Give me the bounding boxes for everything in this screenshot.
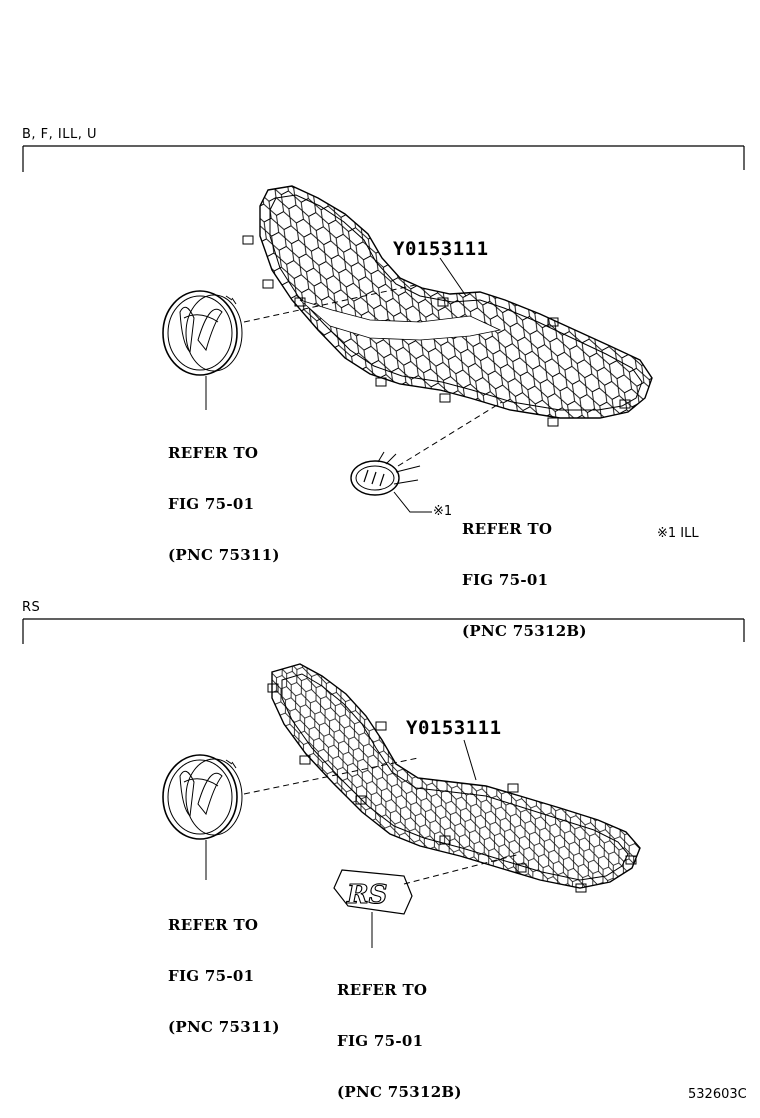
ill-badge-1 — [350, 451, 421, 496]
part-number-1: Y0153111 — [393, 238, 489, 260]
badge-ref-2-line-3: (PNC 75312B) — [337, 1083, 462, 1101]
part-leader-2 — [463, 739, 477, 781]
emblem-ref-2: REFER TO FIG 75-01 (PNC 75311) — [168, 883, 280, 1053]
figure-id: 532603C — [688, 1087, 747, 1102]
rs-badge: RS — [333, 869, 413, 915]
radiator-grille-1 — [242, 185, 653, 427]
section-2-bracket — [22, 618, 745, 644]
badge-ref-1-line-1: REFER TO — [462, 520, 553, 538]
section-1-header: B, F, ILL, U — [22, 127, 98, 142]
emblem-ref-1-line-2: FIG 75-01 — [168, 495, 255, 513]
footnote-ill: ※1 ILL — [657, 526, 699, 541]
emblem-ref-1: REFER TO FIG 75-01 (PNC 75311) — [168, 411, 280, 581]
part-number-2: Y0153111 — [406, 717, 502, 739]
emblem-ref-2-line-2: FIG 75-01 — [168, 967, 255, 985]
part-leader-1 — [439, 257, 467, 297]
badge-dash-1 — [397, 401, 503, 467]
emblem-ref-1-line-1: REFER TO — [168, 444, 259, 462]
badge-ref-1-line-3: (PNC 75312B) — [462, 622, 587, 640]
front-emblem-1 — [162, 290, 243, 376]
emblem-ref-1-line-3: (PNC 75311) — [168, 546, 280, 564]
section-1-bracket — [22, 145, 745, 172]
front-emblem-2 — [162, 754, 243, 840]
badge-ref-2: REFER TO FIG 75-01 (PNC 75312B) — [337, 948, 462, 1118]
badge-ref-1-line-2: FIG 75-01 — [462, 571, 549, 589]
emblem-dash-1 — [243, 283, 421, 323]
badge-ref-2-line-1: REFER TO — [337, 981, 428, 999]
emblem-ref-2-line-3: (PNC 75311) — [168, 1018, 280, 1036]
badge-leader-1 — [393, 491, 432, 513]
badge-ref-1: REFER TO FIG 75-01 (PNC 75312B) — [462, 487, 587, 657]
radiator-grille-2 — [267, 663, 641, 893]
section-2-header: RS — [22, 600, 41, 615]
rs-badge-text: RS — [346, 880, 387, 910]
emblem-ref-2-line-1: REFER TO — [168, 916, 259, 934]
badge-marker-1: ※1 — [433, 504, 453, 519]
badge-ref-2-line-2: FIG 75-01 — [337, 1032, 424, 1050]
